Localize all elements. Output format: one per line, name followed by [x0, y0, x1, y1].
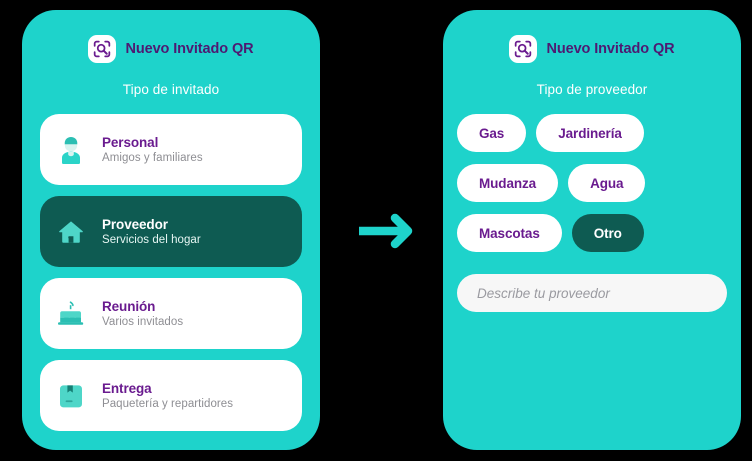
panel-subtitle-left: Tipo de invitado — [122, 82, 220, 97]
guest-type-panel: Nuevo Invitado QR Tipo de invitado Perso… — [22, 10, 320, 450]
arrow-right-icon — [355, 212, 421, 250]
guest-type-card-list: Personal Amigos y familiares Proveedor S… — [22, 114, 320, 431]
panel-subtitle-right: Tipo de proveedor — [536, 82, 648, 97]
app-title-right: Nuevo Invitado QR — [546, 41, 675, 57]
panel-header-left: Nuevo Invitado QR — [22, 35, 320, 63]
guest-type-card-proveedor[interactable]: Proveedor Servicios del hogar — [40, 196, 302, 267]
guest-type-card-entrega[interactable]: Entrega Paquetería y repartidores — [40, 360, 302, 431]
guest-type-card-text: Reunión Varios invitados — [102, 299, 183, 328]
qr-scan-search-icon — [509, 35, 538, 63]
guest-type-subtitle: Varios invitados — [102, 316, 184, 328]
guest-type-title: Entrega — [102, 381, 152, 396]
cake-icon — [54, 296, 88, 332]
person-icon — [54, 132, 88, 168]
provider-chip-mudanza[interactable]: Mudanza — [457, 164, 559, 202]
guest-type-title: Proveedor — [102, 217, 168, 232]
package-icon — [54, 378, 88, 414]
guest-type-subtitle: Paquetería y repartidores — [102, 398, 234, 410]
describe-input-wrap — [443, 274, 741, 312]
guest-type-title: Personal — [102, 135, 159, 150]
provider-chip-jardineria[interactable]: Jardinería — [536, 114, 644, 152]
provider-chip-agua[interactable]: Agua — [568, 164, 646, 202]
provider-chip-group: Gas Jardinería Mudanza Agua Mascotas Otr… — [443, 114, 741, 252]
guest-type-card-text: Personal Amigos y familiares — [102, 135, 203, 164]
guest-type-card-reunion[interactable]: Reunión Varios invitados — [40, 278, 302, 349]
house-icon — [54, 214, 88, 250]
app-title-left: Nuevo Invitado QR — [125, 41, 254, 57]
guest-type-subtitle: Amigos y familiares — [102, 152, 203, 164]
guest-type-card-personal[interactable]: Personal Amigos y familiares — [40, 114, 302, 185]
guest-type-title: Reunión — [102, 299, 156, 314]
describe-provider-input[interactable] — [457, 274, 727, 312]
guest-type-card-text: Proveedor Servicios del hogar — [102, 217, 201, 246]
guest-type-card-text: Entrega Paquetería y repartidores — [102, 381, 233, 410]
provider-type-panel: Nuevo Invitado QR Tipo de proveedor Gas … — [443, 10, 741, 450]
guest-type-subtitle: Servicios del hogar — [102, 234, 201, 246]
provider-chip-otro[interactable]: Otro — [571, 214, 644, 252]
provider-chip-mascotas[interactable]: Mascotas — [457, 214, 562, 252]
provider-chip-gas[interactable]: Gas — [457, 114, 527, 152]
qr-scan-search-icon — [88, 35, 117, 63]
panel-header-right: Nuevo Invitado QR — [443, 35, 741, 63]
